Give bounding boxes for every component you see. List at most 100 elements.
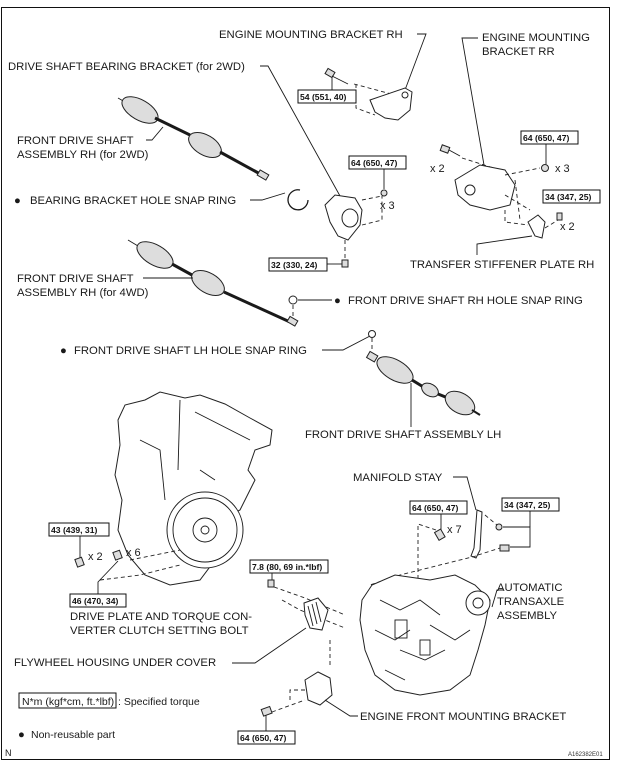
legend-torque-box: [18, 692, 117, 709]
torque-box: [297, 89, 357, 104]
under-cover-group: 7.8 (80, 69 in.*lbf) FLYWHEEL HOUSING UN…: [14, 559, 346, 669]
under-cover-icon: [303, 597, 329, 631]
label-front-drive-shaft-assembly-lh: FRONT DRIVE SHAFT ASSEMBLY LH: [305, 429, 501, 441]
torque-front-mount: 64 (650, 47): [240, 733, 286, 743]
torque-box: [249, 559, 329, 574]
engine-front-mounting-bracket-group: 64 (650, 47) ENGINE FRONT MOUNTING BRACK…: [237, 640, 566, 745]
label-manifold-stay: MANIFOLD STAY: [353, 472, 443, 484]
drive-shaft-icon: [127, 239, 299, 327]
bolt-icon: [74, 556, 85, 568]
engine-mounting-bracket-rh-group: ENGINE MOUNTING BRACKET RH 54 (551, 40): [219, 29, 427, 121]
label-transfer-stiffener-plate: TRANSFER STIFFENER PLATE RH: [410, 259, 594, 271]
label-front-drive-shaft-rh-hole-snap-ring: FRONT DRIVE SHAFT RH HOLE SNAP RING: [348, 295, 583, 307]
torque-rr-bracket: 64 (650, 47): [523, 133, 569, 143]
leader-line: [324, 699, 358, 717]
torque-drive-plate: 46 (470, 34): [72, 596, 118, 606]
transaxle-icon: [359, 574, 491, 696]
engine-mounting-bracket-rr-group: ENGINE MOUNTING BRACKET RR x 2 64 (650, …: [430, 32, 590, 221]
bullet-icon: ●: [14, 195, 21, 207]
bolt-icon: [433, 528, 446, 542]
qty-engine-left: x 2: [88, 551, 103, 563]
flywheel-icon: [166, 491, 244, 569]
torque-box: [542, 189, 601, 204]
bullet-icon: ●: [60, 345, 67, 357]
torque-box: [48, 522, 110, 537]
qty-rr-left: x 2: [430, 163, 445, 175]
label-front-drive-shaft-rh-2wd-2: ASSEMBLY RH (for 2WD): [17, 149, 149, 161]
torque-bearing-bracket-top: 64 (650, 47): [351, 158, 397, 168]
diagram-frame: [1, 7, 610, 760]
label-bearing-bracket-hole-snap-ring: BEARING BRACKET HOLE SNAP RING: [30, 195, 236, 207]
snap-ring-icon: [368, 330, 376, 338]
figure-id: A162382E01: [568, 752, 603, 758]
transfer-stiffener-plate-group: 34 (347, 25) x 2 TRANSFER STIFFENER PLAT…: [410, 189, 601, 271]
bolt-icon: [260, 705, 273, 717]
leader-line: [260, 65, 346, 206]
front-drive-shaft-lh-group: FRONT DRIVE SHAFT ASSEMBLY LH: [305, 350, 501, 441]
torque-box: [237, 730, 296, 745]
qty-stiffener: x 2: [560, 221, 575, 233]
label-engine-mounting-bracket-rr-1: ENGINE MOUNTING: [482, 32, 590, 44]
legend-torque-desc: : Specified torque: [118, 696, 200, 708]
bullet-icon: ●: [334, 295, 341, 307]
nut-icon: [495, 523, 503, 531]
label-drive-shaft-bearing-bracket: DRIVE SHAFT BEARING BRACKET (for 2WD): [8, 61, 245, 73]
torque-box: [69, 593, 127, 608]
automatic-transaxle-group: AUTOMATIC TRANSAXLE ASSEMBLY: [359, 574, 565, 696]
label-automatic-transaxle-3: ASSEMBLY: [497, 610, 558, 622]
torque-box: [268, 257, 328, 272]
transaxle-bolt-group: 64 (650, 47) x 7: [369, 500, 477, 590]
bullet-icon: ●: [18, 729, 25, 741]
label-engine-front-mounting-bracket: ENGINE FRONT MOUNTING BRACKET: [360, 711, 566, 723]
qty-transaxle: x 7: [447, 524, 462, 536]
qty-rr-right: x 3: [555, 163, 570, 175]
bolt-icon: [341, 259, 349, 268]
qty-drive-plate: x 6: [126, 547, 141, 559]
drive-shaft-icon: [365, 350, 481, 416]
bracket-rh-icon: [369, 87, 413, 121]
torque-under-cover: 7.8 (80, 69 in.*lbf): [252, 562, 322, 572]
torque-stiffener: 34 (347, 25): [545, 192, 591, 202]
front-drive-shaft-rh-2wd-group: FRONT DRIVE SHAFT ASSEMBLY RH (for 2WD): [17, 96, 270, 181]
legend-torque-unit: N*m (kgf*cm, ft.*lbf): [22, 696, 114, 708]
rh-hole-snap-ring-group: ● FRONT DRIVE SHAFT RH HOLE SNAP RING: [288, 295, 583, 318]
torque-box: [520, 130, 579, 145]
front-mounting-bracket-icon: [304, 671, 333, 706]
torque-box: [348, 155, 407, 170]
legend: N*m (kgf*cm, ft.*lbf) : Specified torque…: [18, 692, 200, 741]
bolt-icon: [112, 549, 123, 561]
legend-non-reusable: Non-reusable part: [31, 729, 115, 741]
bolt-icon: [499, 544, 510, 552]
snap-ring-icon: [288, 295, 298, 305]
label-engine-mounting-bracket-rr-2: BRACKET RR: [482, 46, 555, 58]
leader-line: [322, 335, 371, 351]
manifold-stay-icon: [470, 509, 483, 559]
torque-bearing-bracket-bottom: 32 (330, 24): [271, 260, 317, 270]
label-automatic-transaxle-1: AUTOMATIC: [497, 582, 562, 594]
label-front-drive-shaft-lh-hole-snap-ring: FRONT DRIVE SHAFT LH HOLE SNAP RING: [74, 345, 307, 357]
torque-box: [409, 500, 468, 515]
leader-line: [476, 235, 533, 255]
leader-line: [491, 589, 503, 608]
torque-transaxle-bolts: 64 (650, 47): [412, 503, 458, 513]
qty-bearing-bracket: x 3: [380, 200, 395, 212]
bearing-bracket-group: DRIVE SHAFT BEARING BRACKET (for 2WD) 64…: [8, 61, 407, 272]
leader-line: [250, 192, 286, 201]
leader-line: [146, 126, 164, 141]
front-drive-shaft-rh-4wd-group: FRONT DRIVE SHAFT ASSEMBLY RH (for 4WD): [17, 239, 299, 327]
leader-line: [453, 476, 477, 511]
bolt-icon: [556, 212, 563, 221]
drive-shaft-icon: [117, 96, 270, 181]
lh-hole-snap-ring-group: ● FRONT DRIVE SHAFT LH HOLE SNAP RING: [60, 330, 376, 357]
torque-manifold-stay: 34 (347, 25): [504, 500, 550, 510]
leader-line: [232, 627, 307, 664]
bearing-bracket-snap-ring-group: ● BEARING BRACKET HOLE SNAP RING: [14, 189, 309, 211]
stiffener-plate-icon: [527, 214, 546, 239]
bolt-icon: [439, 144, 461, 157]
nut-icon: [541, 164, 549, 172]
engine-bolt-group: 43 (439, 31) x 2 x 6 46 (470, 34) DRIVE …: [48, 522, 252, 637]
torque-engine-left: 43 (439, 31): [51, 525, 97, 535]
label-front-drive-shaft-rh-4wd-1: FRONT DRIVE SHAFT: [17, 273, 134, 285]
label-engine-mounting-bracket-rh: ENGINE MOUNTING BRACKET RH: [219, 29, 403, 41]
bracket-rr-icon: [454, 164, 516, 211]
